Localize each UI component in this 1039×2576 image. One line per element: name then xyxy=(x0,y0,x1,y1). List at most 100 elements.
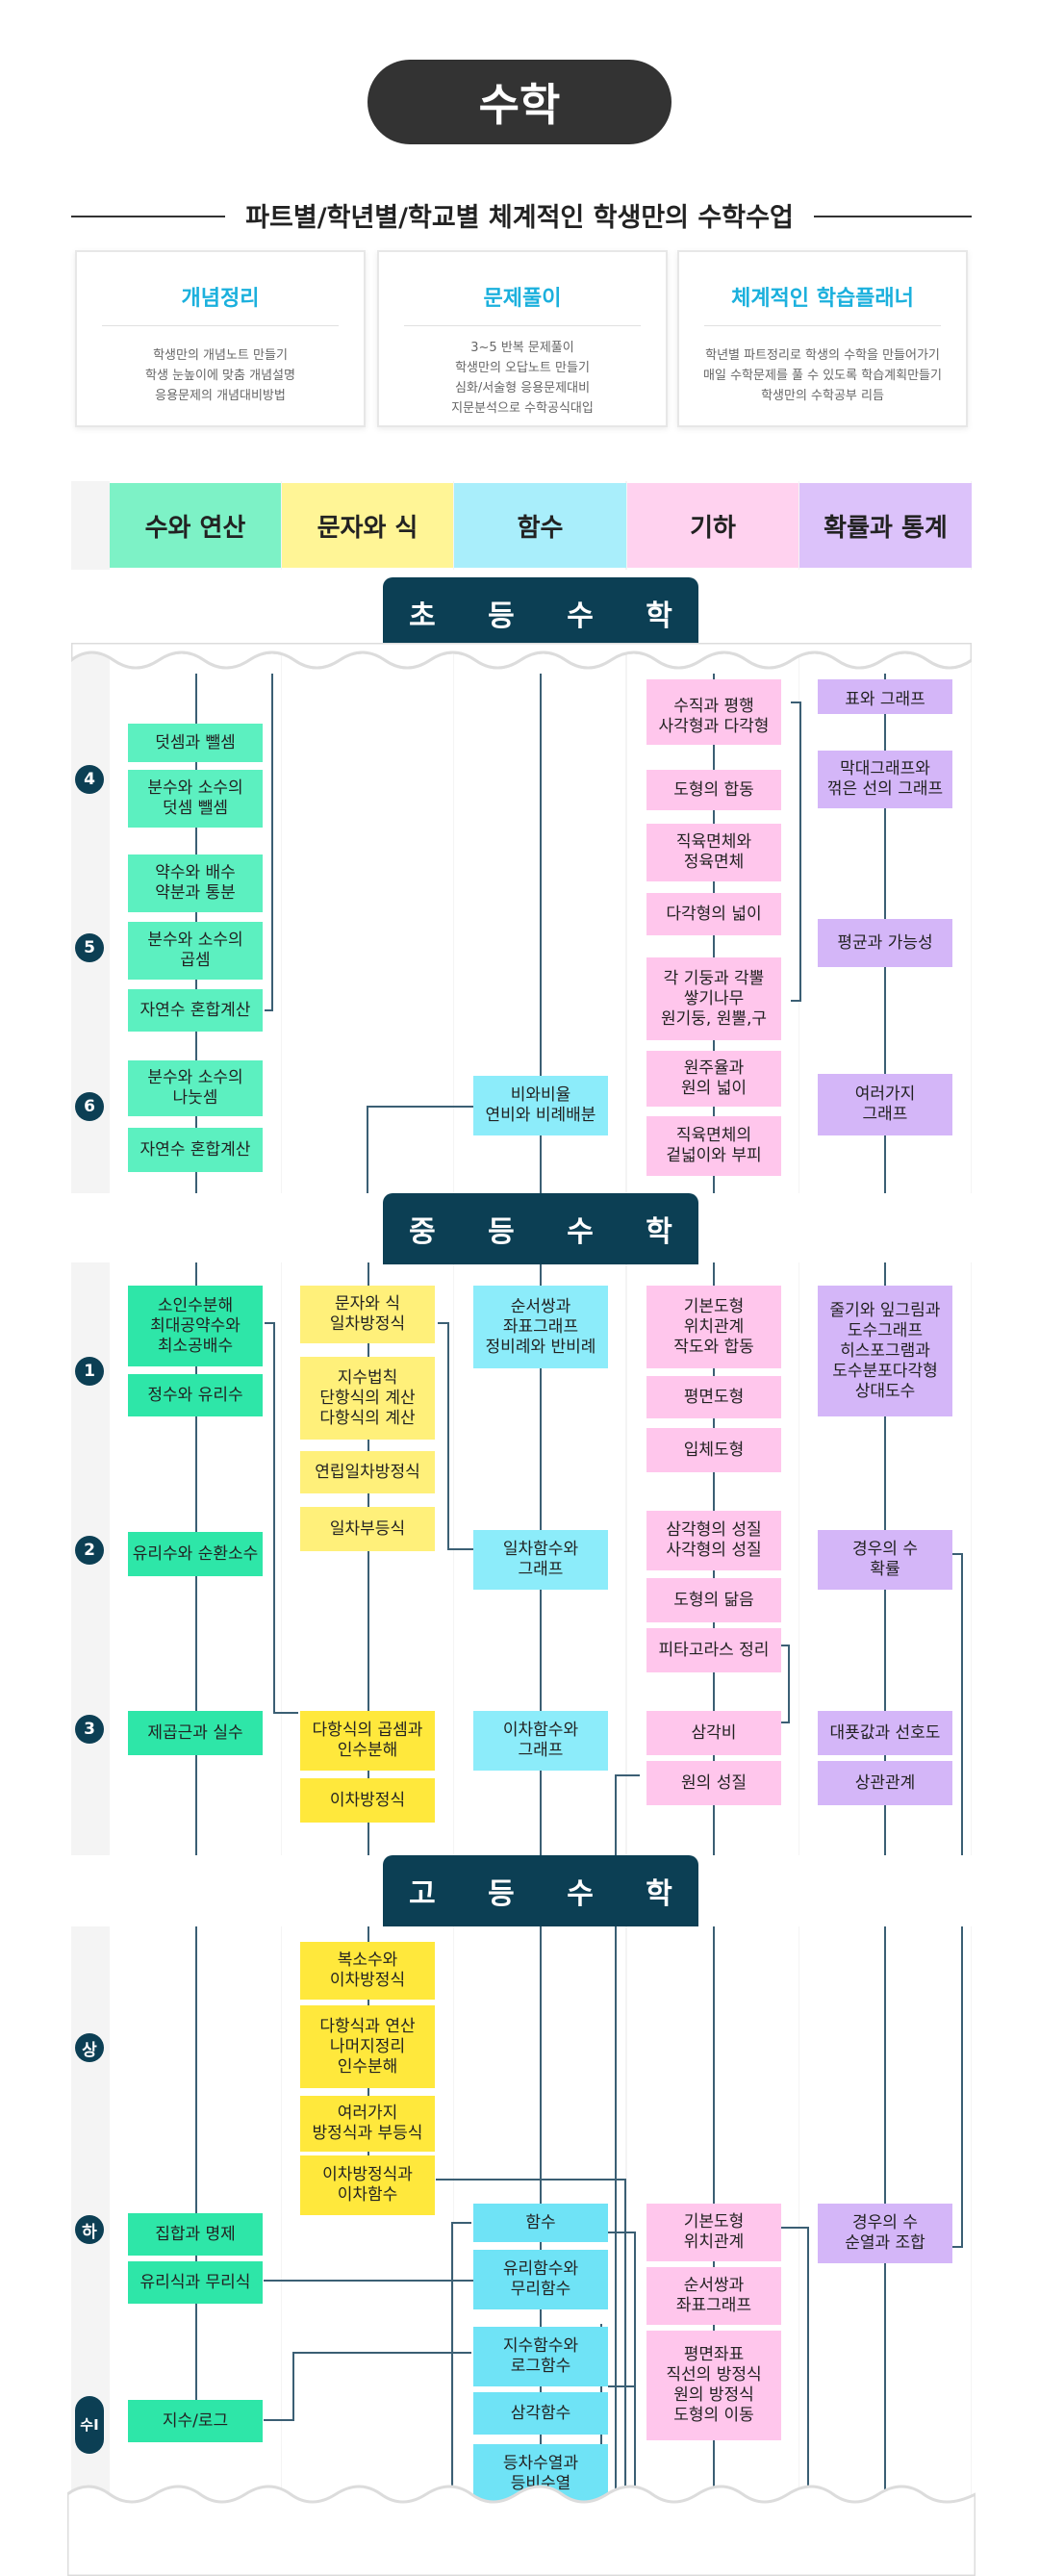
topic-box: 삼각함수 xyxy=(473,2392,608,2435)
section-banner-high: 고 등 수 학 xyxy=(383,1855,698,1926)
column-header-numbers: 수와 연산 xyxy=(110,483,281,568)
topic-box: 집합과 명제 xyxy=(128,2213,263,2256)
topic-box: 피타고라스 정리 xyxy=(646,1628,781,1672)
topic-box: 자연수 혼합계산 xyxy=(128,989,263,1032)
card-divider xyxy=(102,325,339,326)
topic-box: 도형의 닮음 xyxy=(646,1578,781,1622)
card-line: 학생만의 오답노트 만들기 xyxy=(455,361,590,375)
topic-box: 표와 그래프 xyxy=(818,679,952,714)
card-line: 학생 눈높이에 맞춤 개념설명 xyxy=(145,369,295,383)
topic-box: 연립일차방정식 xyxy=(300,1451,435,1493)
card-title: 개념정리 xyxy=(181,287,260,311)
topic-box: 다각형의 넓이 xyxy=(646,893,781,935)
card-title: 체계적인 학습플래너 xyxy=(731,287,914,311)
topic-box: 제곱근과 실수 xyxy=(128,1711,263,1755)
grade-marker: 6 xyxy=(75,1092,104,1121)
section-banner-elementary: 초 등 수 학 xyxy=(383,577,698,649)
topic-box: 유리식과 무리식 xyxy=(128,2261,263,2304)
subtitle-rule-right xyxy=(814,216,972,217)
topic-box: 이차방정식 xyxy=(300,1778,435,1823)
topic-box: 정수와 유리수 xyxy=(128,1374,263,1416)
topic-box: 덧셈과 뺄셈 xyxy=(128,724,263,762)
card-title: 문제풀이 xyxy=(483,287,562,311)
topic-box: 평균과 가능성 xyxy=(818,919,952,967)
page-title: 수학 xyxy=(367,60,672,144)
wave-divider-top xyxy=(71,643,972,670)
feature-card-concepts: 개념정리 학생만의 개념노트 만들기 학생 눈높이에 맞춤 개념설명 응용문제의… xyxy=(75,250,366,427)
card-line: 지문분석으로 수학공식대입 xyxy=(451,401,594,416)
grade-marker: 5 xyxy=(75,933,104,962)
subtitle-rule-left xyxy=(71,216,225,217)
topic-box: 지수/로그 xyxy=(128,2400,263,2442)
topic-box: 삼각비 xyxy=(646,1711,781,1755)
grade-marker: 1 xyxy=(75,1357,104,1386)
column-header-statistics: 확률과 통계 xyxy=(799,483,972,568)
feature-card-planner: 체계적인 학습플래너 학년별 파트정리로 학생의 수학을 만들어가기 매일 수학… xyxy=(677,250,968,427)
card-divider xyxy=(404,325,641,326)
topic-box: 원의 성질 xyxy=(646,1761,781,1805)
card-line: 응용문제의 개념대비방법 xyxy=(155,389,286,403)
topic-box: 유리수와 순환소수 xyxy=(128,1532,263,1576)
topic-box: 일차부등식 xyxy=(300,1507,435,1551)
topic-box: 자연수 혼합계산 xyxy=(128,1128,263,1172)
grade-marker: 2 xyxy=(75,1536,104,1565)
grade-marker: 수Ⅰ xyxy=(75,2396,104,2454)
page-subtitle: 파트별/학년별/학교별 체계적인 학생만의 수학수업 xyxy=(245,203,794,233)
topic-box: 도형의 합동 xyxy=(646,770,781,810)
card-line: 학생만의 개념노트 만들기 xyxy=(153,348,288,363)
card-line: 매일 수학문제를 풀 수 있도록 학습계획만들기 xyxy=(703,369,942,383)
feature-card-problems: 문제풀이 3~5 반복 문제풀이 학생만의 오답노트 만들기 심화/서술형 응용… xyxy=(377,250,668,427)
column-header-geometry: 기하 xyxy=(627,483,798,568)
card-line: 심화/서술형 응용문제대비 xyxy=(454,381,591,395)
topic-box: 함수 xyxy=(473,2204,608,2242)
topic-box: 입체도형 xyxy=(646,1428,781,1472)
topic-box: 상관관계 xyxy=(818,1761,952,1805)
grade-marker: 하 xyxy=(75,2215,104,2244)
grade-marker: 4 xyxy=(75,765,104,794)
grade-marker: 상 xyxy=(75,2033,104,2062)
section-banner-middle: 중 등 수 학 xyxy=(383,1193,698,1264)
card-line: 학년별 파트정리로 학생의 수학을 만들어가기 xyxy=(705,348,940,363)
column-header-expressions: 문자와 식 xyxy=(282,483,453,568)
card-line: 학생만의 수학공부 리듬 xyxy=(761,389,884,403)
topic-box: 대푯값과 선호도 xyxy=(818,1711,952,1755)
card-line: 3~5 반복 문제풀이 xyxy=(470,341,574,355)
card-divider xyxy=(704,325,941,326)
column-header-functions: 함수 xyxy=(454,483,626,568)
grade-marker: 3 xyxy=(75,1715,104,1744)
wave-divider-bottom xyxy=(67,2485,976,2576)
topic-box: 평면도형 xyxy=(646,1376,781,1418)
